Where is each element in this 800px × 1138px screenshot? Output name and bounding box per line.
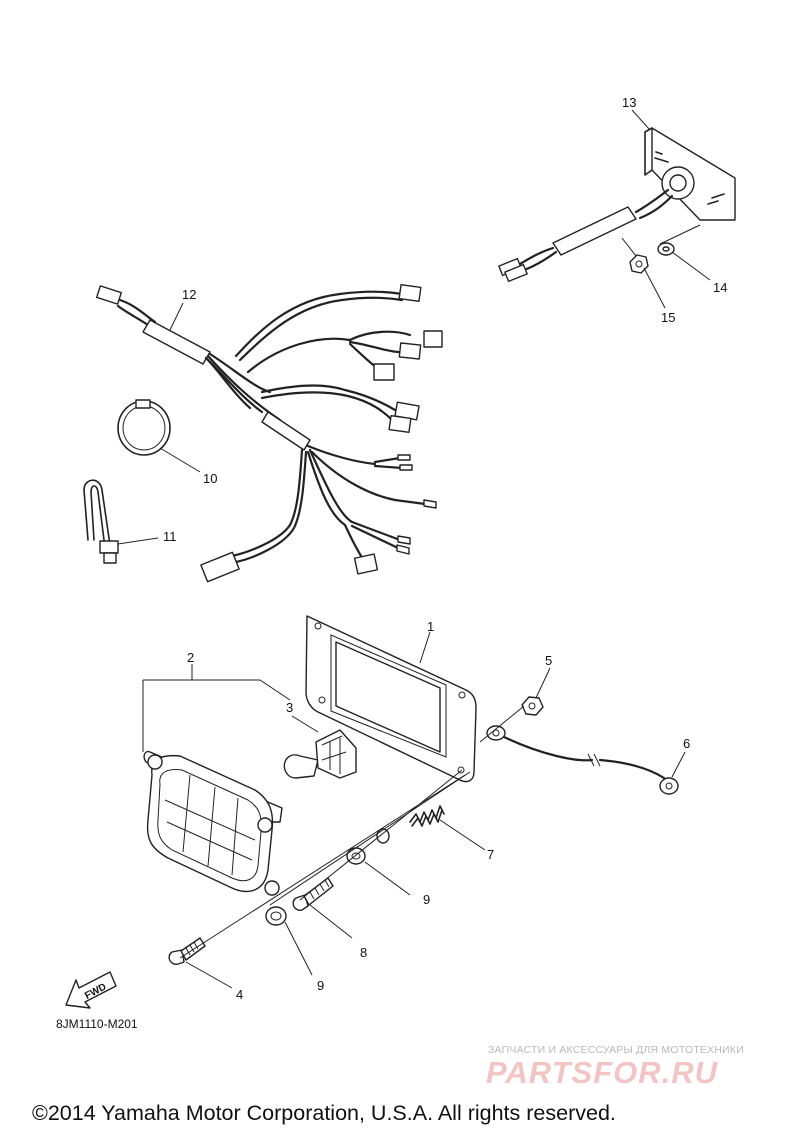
part-12-wire-harness (95, 283, 443, 583)
callout-8: 8 (360, 945, 367, 960)
part-5-nut (521, 696, 544, 716)
diagram-code: 8JM1110-M201 (56, 1017, 138, 1031)
part-1-gasket (305, 615, 477, 783)
fwd-arrow-icon: FWD (65, 971, 117, 1009)
watermark-logo: PARTSFOR.RU (486, 1055, 719, 1090)
callout-leaders (117, 109, 711, 989)
part-10-band (117, 399, 171, 456)
part-15-nut (629, 254, 649, 274)
callout-4: 4 (236, 987, 243, 1002)
callout-13: 13 (622, 95, 636, 110)
callout-14: 14 (713, 280, 727, 295)
callout-10: 10 (203, 471, 217, 486)
part-3-bulb (283, 729, 357, 779)
callout-15: 15 (661, 310, 675, 325)
watermark-tagline: ЗАПЧАСТИ И АКСЕССУАРЫ ДЛЯ МОТОТЕХНИКИ (488, 1044, 744, 1056)
part-14-washer (657, 242, 675, 256)
callout-11: 11 (163, 529, 177, 544)
part-8-screw (292, 877, 334, 911)
callout-2: 2 (187, 650, 194, 665)
callout-7: 7 (487, 847, 494, 862)
part-7-spring (376, 805, 445, 844)
part-2-headlight-housing (143, 750, 283, 896)
part-9-grommet-lower (265, 906, 287, 926)
part-11-clamp (83, 479, 119, 564)
part-4-screw (168, 937, 206, 965)
callout-3: 3 (286, 700, 293, 715)
part-6-ground-lead (486, 725, 679, 795)
callout-9-upper: 9 (423, 892, 430, 907)
callout-1: 1 (427, 619, 434, 634)
callout-numbers: 13 14 15 12 10 11 1 2 3 5 6 7 9 8 9 4 (163, 95, 727, 1002)
assembly-lines (179, 224, 701, 959)
copyright-notice: ©2014 Yamaha Motor Corporation, U.S.A. A… (32, 1101, 616, 1125)
part-13-tail-light-assembly (498, 127, 736, 283)
callout-9-lower: 9 (317, 978, 324, 993)
callout-6: 6 (683, 736, 690, 751)
callout-12: 12 (182, 287, 196, 302)
callout-5: 5 (545, 653, 552, 668)
